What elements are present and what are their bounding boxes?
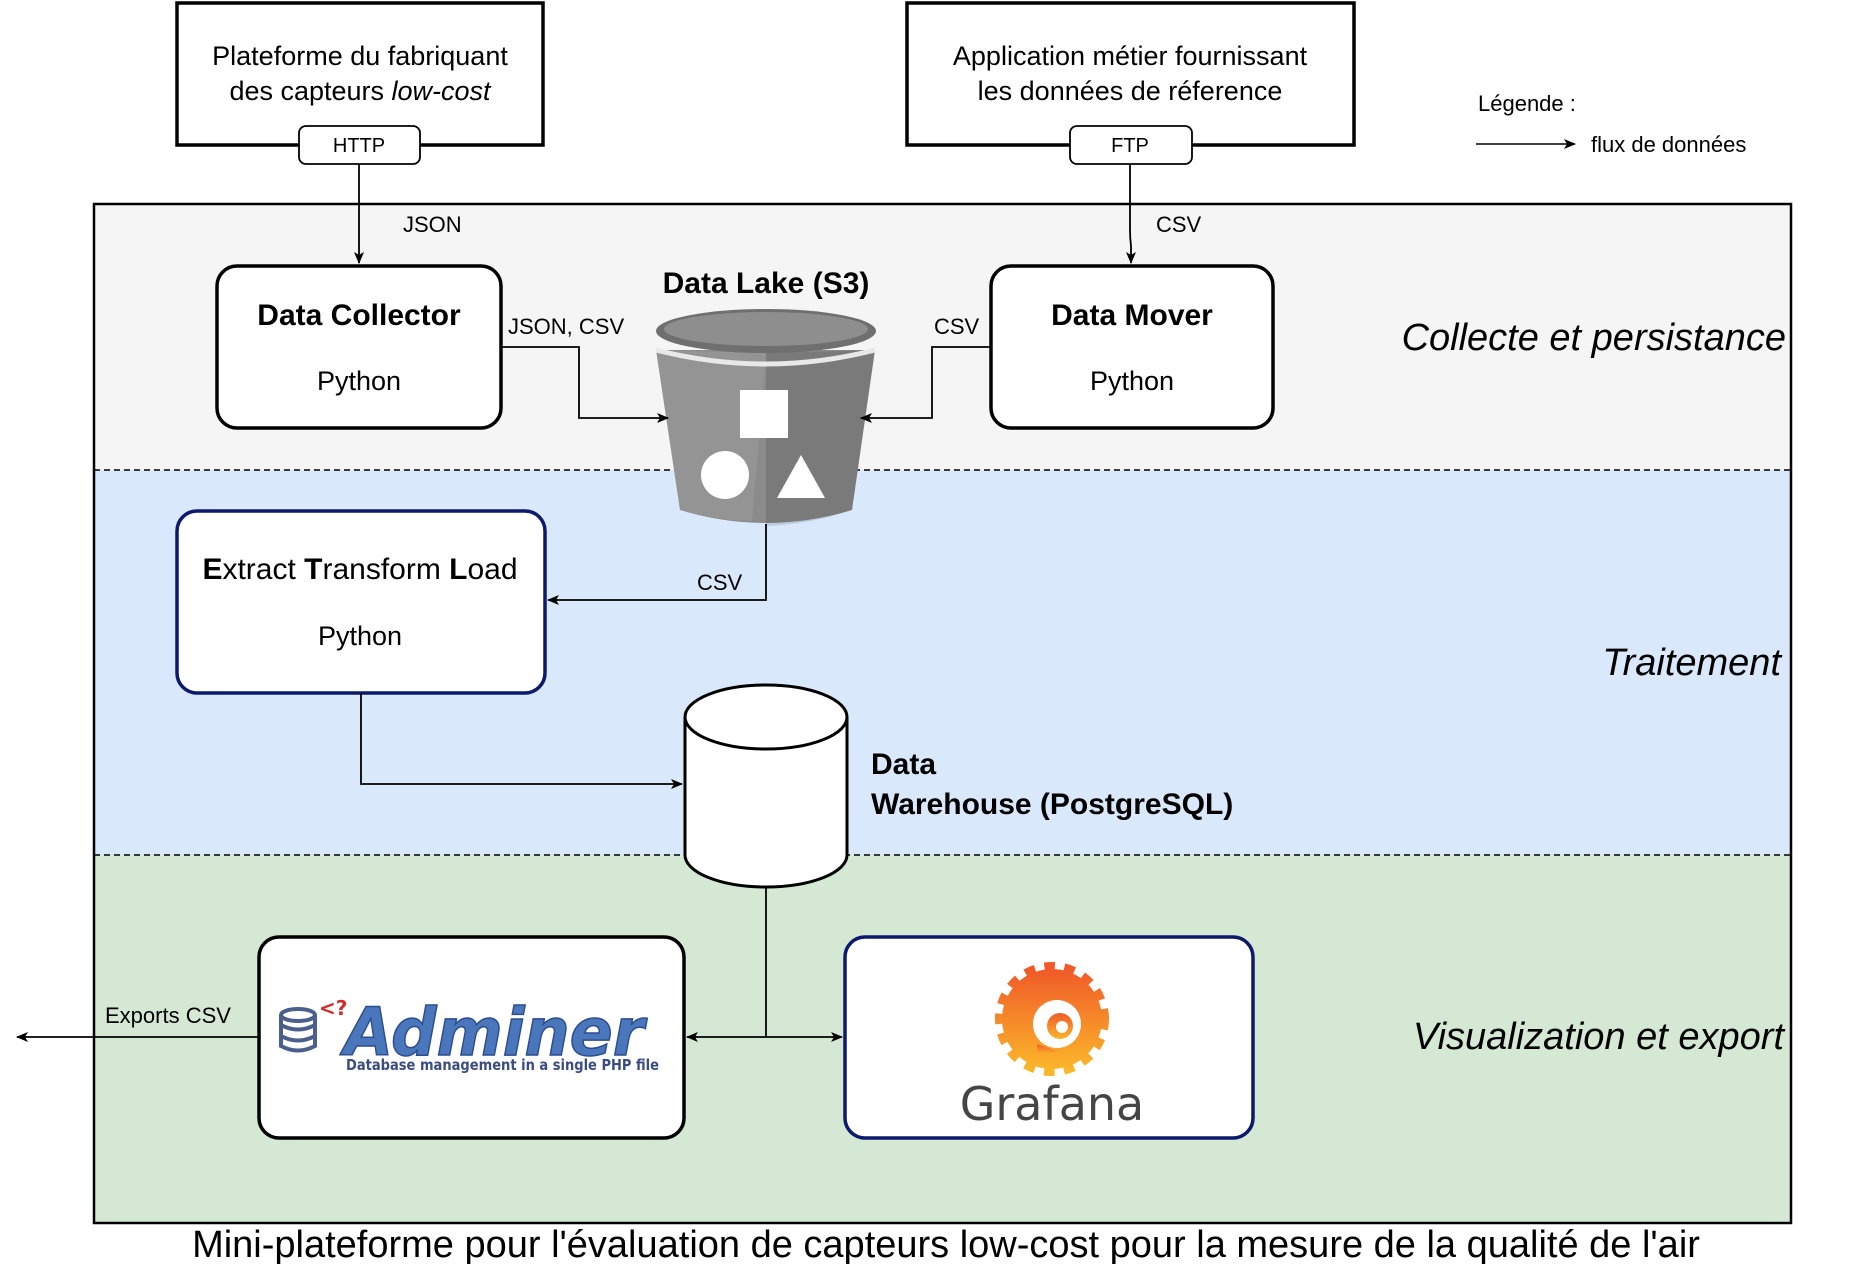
- edges: [16, 164, 1136, 1042]
- data-collector-node[interactable]: Data Collector Python: [215, 264, 503, 430]
- data-lake-node[interactable]: Data Lake (S3): [655, 267, 876, 526]
- http-port-label: HTTP: [333, 135, 385, 157]
- adminer-tagline: Database management in a single PHP file: [346, 1056, 659, 1074]
- grafana-logo: Grafana: [960, 962, 1144, 1131]
- edge-label-csv-mover: CSV: [934, 314, 980, 339]
- edge-etl-to-warehouse: [360, 693, 683, 789]
- sensor-platform-line1: Plateforme du fabriquant: [212, 41, 508, 71]
- adminer-wordmark: Adminer: [339, 994, 647, 1071]
- grafana-node[interactable]: Grafana: [843, 935, 1255, 1140]
- ftp-port: [1069, 125, 1193, 165]
- edge-lake-to-etl: [547, 524, 767, 605]
- data-mover-tech: Python: [1090, 366, 1174, 396]
- edge-labels: JSON CSV JSON, CSV CSV CSV Exports CSV: [105, 212, 1202, 1028]
- diagram-caption: Mini-plateforme pour l'évaluation de cap…: [192, 1224, 1700, 1264]
- bucket-triangle-shape: [777, 455, 825, 498]
- lane-label-visualize: Visualization et export: [1413, 1016, 1786, 1058]
- edge-label-csv-etl: CSV: [697, 570, 743, 595]
- adminer-node[interactable]: <? Adminer Database management in a sing…: [257, 935, 686, 1140]
- code-brackets-icon: <?: [319, 996, 347, 1020]
- grafana-wordmark: Grafana: [960, 1077, 1144, 1131]
- data-warehouse-line2: Warehouse (PostgreSQL): [871, 788, 1233, 821]
- lane-label-process: Traitement: [1602, 642, 1782, 684]
- data-collector-tech: Python: [317, 366, 401, 396]
- edge-mover-to-lake: [860, 346, 991, 423]
- data-lake-title: Data Lake (S3): [663, 267, 870, 300]
- database-cylinder-icon: [683, 683, 849, 889]
- reference-app-node[interactable]: Application métier fournissant les donné…: [905, 1, 1356, 165]
- data-collector-title: Data Collector: [257, 299, 461, 332]
- sensor-platform-line2: des capteurs low-cost: [229, 76, 492, 106]
- data-mover-title: Data Mover: [1051, 299, 1213, 332]
- legend-item-label: flux de données: [1591, 132, 1746, 157]
- s3-bucket-icon: [655, 309, 876, 526]
- edge-app-to-mover: [1126, 164, 1136, 264]
- bucket-square-shape: [740, 390, 788, 438]
- edge-label-exports-csv: Exports CSV: [105, 1003, 231, 1028]
- grafana-swirl-icon: [995, 962, 1109, 1076]
- adminer-logo: <? Adminer Database management in a sing…: [279, 993, 659, 1074]
- legend: Légende : flux de données: [1476, 91, 1746, 157]
- data-warehouse-line1: Data: [871, 748, 936, 781]
- lanes-outer-frame: [92, 202, 1793, 1225]
- reference-app-line2: les données de réference: [978, 76, 1283, 106]
- edge-label-json: JSON: [403, 212, 462, 237]
- ftp-port-label: FTP: [1111, 135, 1149, 157]
- data-mover-node[interactable]: Data Mover Python: [989, 264, 1275, 430]
- edge-collector-to-lake: [501, 346, 669, 423]
- reference-app-line1: Application métier fournissant: [953, 41, 1308, 71]
- legend-title: Légende :: [1478, 91, 1576, 116]
- sensor-platform-node[interactable]: Plateforme du fabriquant des capteurs lo…: [175, 1, 545, 165]
- lane-label-collect: Collecte et persistance: [1402, 317, 1786, 359]
- edge-label-csv-ftp: CSV: [1156, 212, 1202, 237]
- database-icon: [279, 1007, 317, 1053]
- bucket-circle-shape: [701, 451, 749, 499]
- etl-tech: Python: [318, 621, 402, 651]
- etl-title: Extract Transform Load: [202, 553, 517, 586]
- etl-node[interactable]: Extract Transform Load Python: [175, 509, 547, 695]
- data-warehouse-node[interactable]: Data Warehouse (PostgreSQL): [683, 683, 1233, 889]
- edge-label-json-csv: JSON, CSV: [508, 314, 624, 339]
